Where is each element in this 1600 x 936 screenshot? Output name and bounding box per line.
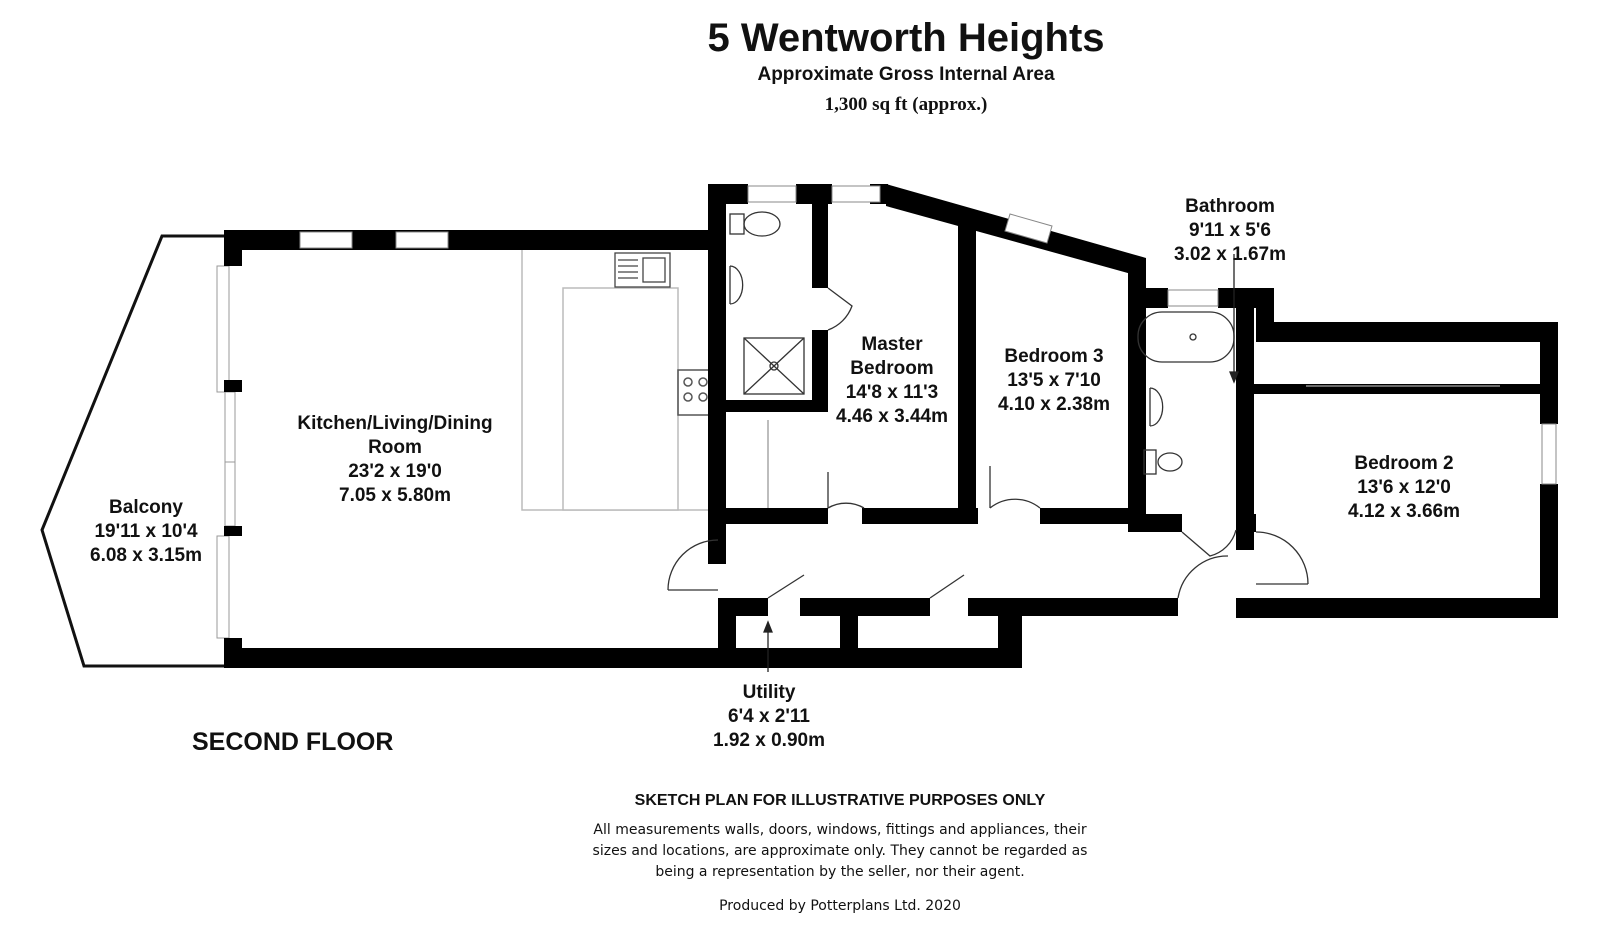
room-label-utility: Utility 6'4 x 2'11 1.92 x 0.90m: [694, 681, 844, 753]
room-name: Utility: [742, 682, 796, 703]
room-name: Bedroom 2: [1354, 453, 1454, 474]
bathroom-fittings: [729, 211, 1235, 475]
room-dimensions-metric: 7.05 x 5.80m: [339, 485, 451, 506]
room-label-bedroom-2: Bedroom 2 13'6 x 12'0 4.12 x 3.66m: [1330, 452, 1478, 524]
room-dimensions-imperial: 14'8 x 11'3: [845, 382, 939, 403]
room-dimensions-metric: 6.08 x 3.15m: [90, 545, 202, 566]
gross-area: 1,300 sq ft (approx.): [824, 94, 988, 115]
footer-credit: Produced by Potterplans Ltd. 2020: [719, 898, 961, 914]
kitchen-units: [521, 247, 723, 511]
room-name: Balcony: [109, 497, 183, 518]
room-label-master-bedroom: Master Bedroom 14'8 x 11'3 4.46 x 3.44m: [826, 333, 958, 429]
room-dimensions-metric: 4.10 x 2.38m: [998, 394, 1110, 415]
page-subtitle: Approximate Gross Internal Area: [757, 64, 1055, 85]
floor-label: SECOND FLOOR: [192, 728, 394, 756]
room-name: Bedroom 3: [1004, 346, 1104, 367]
room-dimensions-imperial: 9'11 x 5'6: [1189, 220, 1271, 241]
pointer-arrows: [763, 254, 1239, 672]
balcony-outline: [40, 234, 228, 668]
room-dimensions-metric: 4.46 x 3.44m: [836, 406, 948, 427]
room-label-balcony: Balcony 19'11 x 10'4 6.08 x 3.15m: [72, 496, 220, 568]
footer-disclaimer: All measurements walls, doors, windows, …: [592, 822, 1088, 880]
room-name: Bathroom: [1185, 196, 1275, 217]
room-dimensions-imperial: 23'2 x 19'0: [348, 461, 442, 482]
room-name: Master: [861, 334, 923, 355]
room-name: Kitchen/Living/Dining: [297, 413, 493, 434]
room-dimensions-imperial: 13'6 x 12'0: [1357, 477, 1451, 498]
room-label-bathroom: Bathroom 9'11 x 5'6 3.02 x 1.67m: [1160, 195, 1300, 267]
room-dimensions-metric: 4.12 x 3.66m: [1348, 501, 1460, 522]
room-dimensions-metric: 3.02 x 1.67m: [1174, 244, 1286, 265]
room-label-kitchen: Kitchen/Living/Dining Room 23'2 x 19'0 7…: [270, 412, 520, 508]
room-name: Bedroom: [850, 358, 934, 379]
room-dimensions-imperial: 6'4 x 2'11: [728, 706, 810, 727]
title-block: 5 Wentworth Heights Approximate Gross In…: [600, 14, 1212, 122]
room-name: Room: [368, 437, 422, 458]
door-swings: [667, 287, 1500, 599]
room-dimensions-metric: 1.92 x 0.90m: [713, 730, 825, 751]
room-dimensions-imperial: 19'11 x 10'4: [94, 521, 198, 542]
room-dimensions-imperial: 13'5 x 7'10: [1007, 370, 1101, 391]
windows: [299, 185, 1557, 485]
room-label-bedroom-3: Bedroom 3 13'5 x 7'10 4.10 x 2.38m: [980, 345, 1128, 417]
footer-heading: SKETCH PLAN FOR ILLUSTRATIVE PURPOSES ON…: [634, 792, 1046, 809]
sink-icon: [614, 252, 671, 288]
footer: SKETCH PLAN FOR ILLUSTRATIVE PURPOSES ON…: [580, 790, 1100, 917]
balcony-glazing: [216, 265, 236, 639]
page-title: 5 Wentworth Heights: [707, 16, 1105, 60]
walls: [224, 184, 1558, 668]
